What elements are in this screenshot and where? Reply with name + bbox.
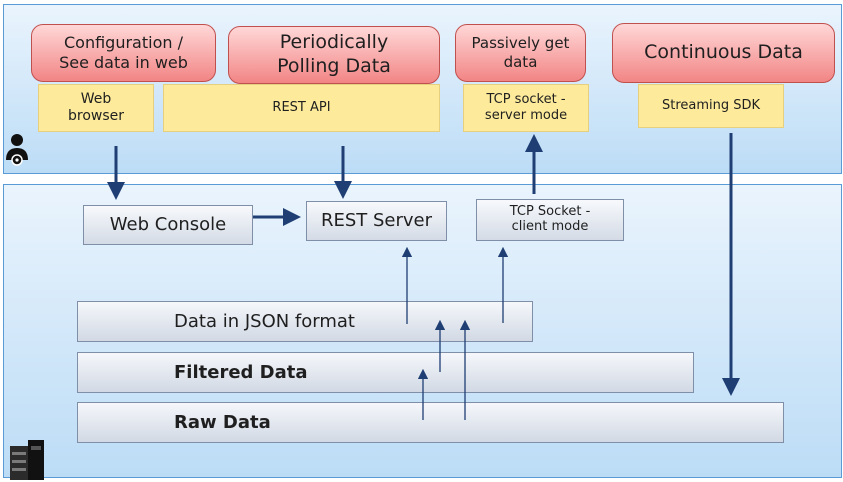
layer-filtered-label: Filtered Data xyxy=(174,362,308,383)
interface-rest-api: REST API xyxy=(163,84,440,132)
consumer-configuration: Configuration / See data in web xyxy=(31,24,216,82)
consumer-passive: Passively get data xyxy=(455,24,586,82)
user-gear-icon xyxy=(6,134,28,166)
layer-raw-data: Raw Data xyxy=(77,402,784,443)
tcp-socket-client-box: TCP Socket - client mode xyxy=(476,199,624,241)
device-icon xyxy=(10,440,44,480)
interface-tcp-server: TCP socket - server mode xyxy=(463,84,589,132)
layer-json-label: Data in JSON format xyxy=(174,311,355,332)
layer-json-data: Data in JSON format xyxy=(77,301,533,342)
consumer-periodic-polling: Periodically Polling Data xyxy=(228,26,440,84)
web-console-box: Web Console xyxy=(83,205,253,245)
consumer-continuous: Continuous Data xyxy=(612,23,835,83)
interface-streaming-sdk: Streaming SDK xyxy=(638,84,784,128)
interface-web-browser: Web browser xyxy=(38,84,154,132)
layer-filtered-data: Filtered Data xyxy=(77,352,694,393)
rest-server-box: REST Server xyxy=(306,201,447,241)
layer-raw-label: Raw Data xyxy=(174,412,271,433)
